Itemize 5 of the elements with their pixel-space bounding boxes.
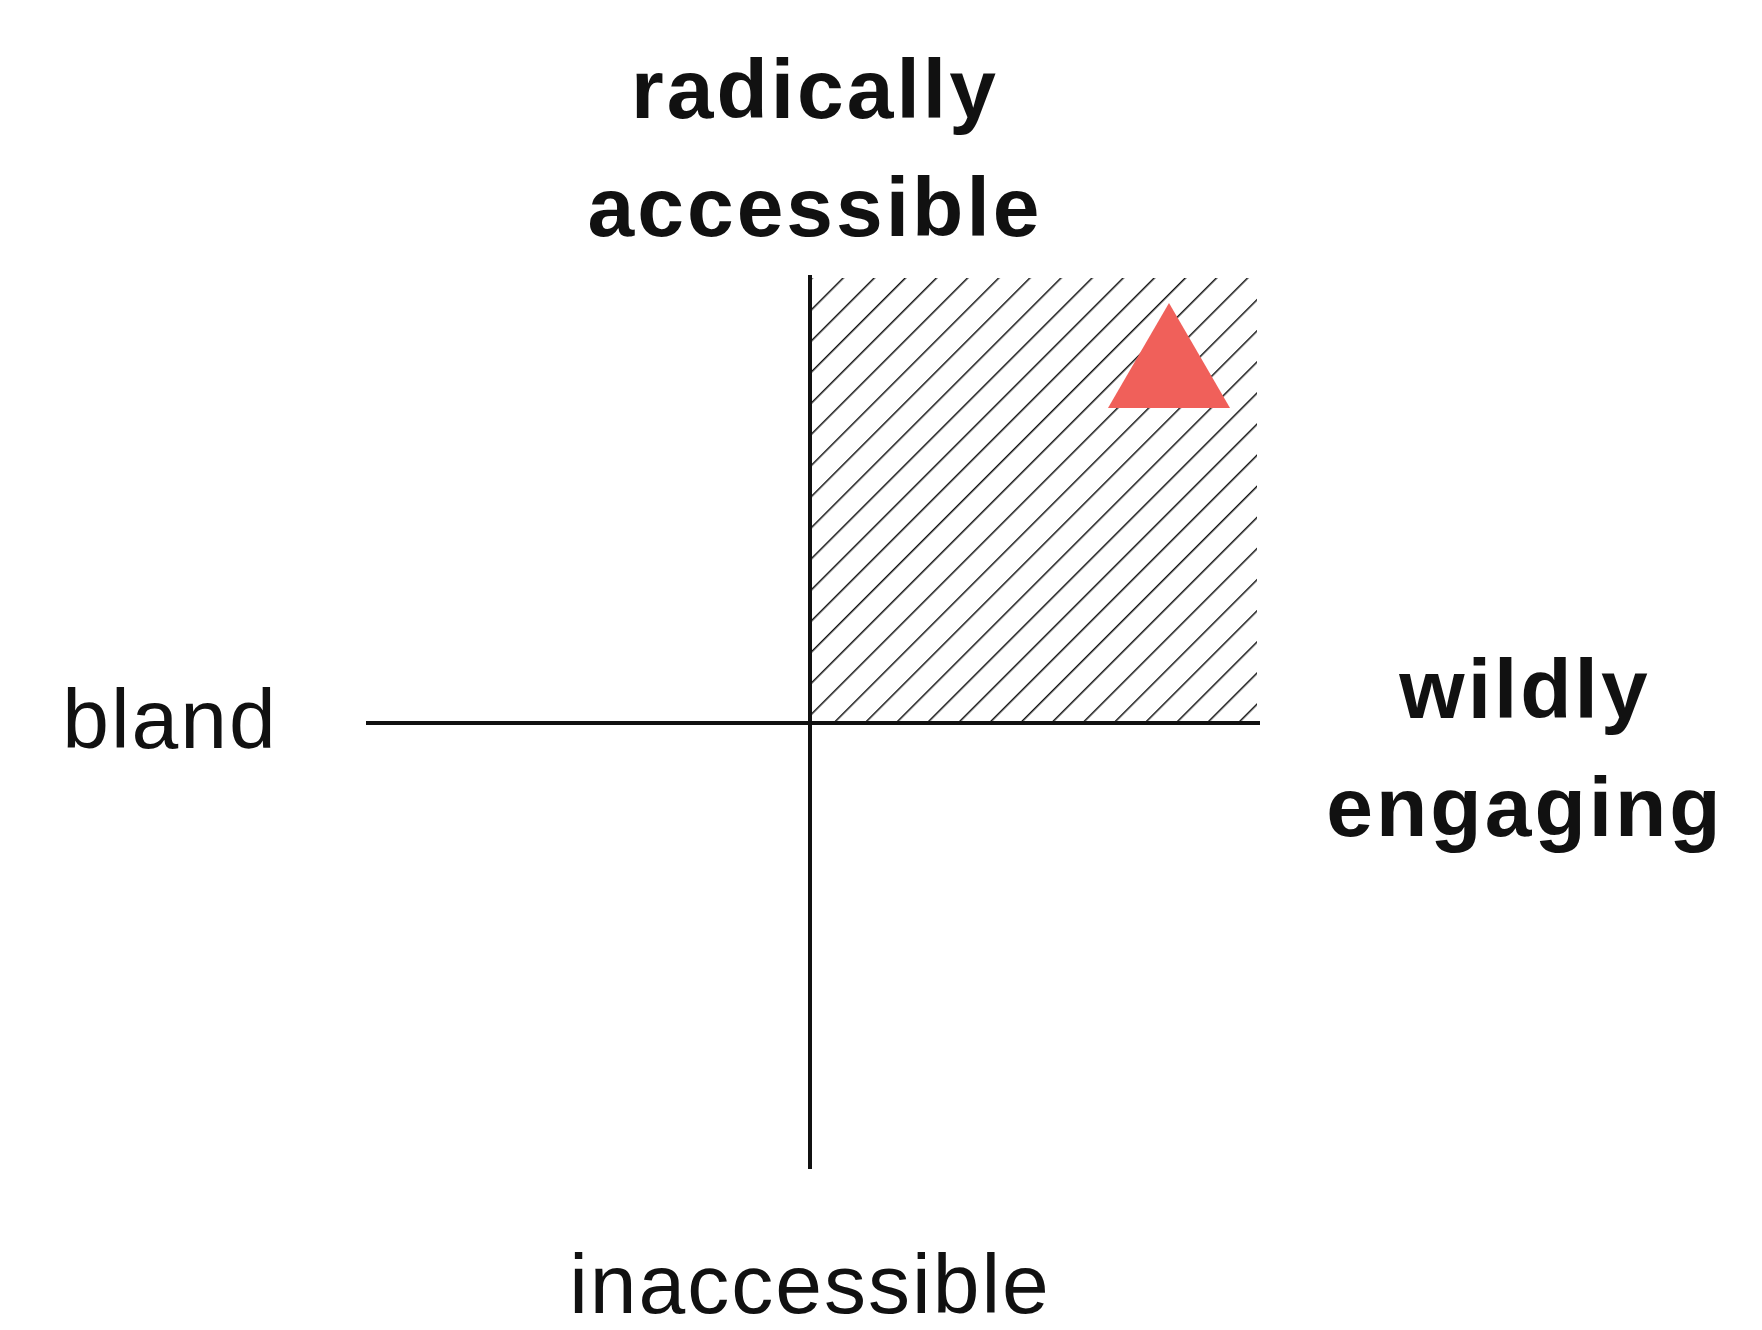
axis-label: bland [61, 671, 279, 768]
axis-label: radically accessible [586, 41, 1044, 256]
axis-label: wildly engaging [1325, 641, 1725, 856]
axis-label: inaccessible [568, 1236, 1052, 1330]
triangle-marker [1108, 303, 1230, 408]
